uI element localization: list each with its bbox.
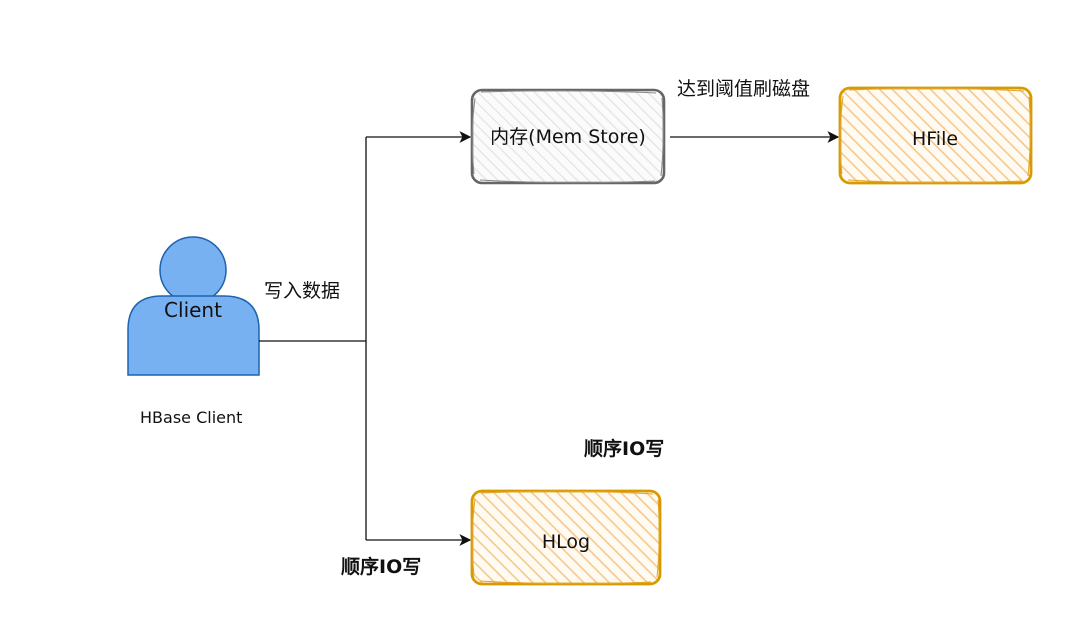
flush-to-disk-label: 达到阈值刷磁盘 <box>677 78 811 100</box>
client-head-shape <box>159 236 227 304</box>
memstore-node: 内存(Mem Store) <box>470 88 666 185</box>
write-data-label: 写入数据 <box>264 280 341 302</box>
hfile-label: HFile <box>912 128 958 150</box>
client-body-shape <box>127 295 260 376</box>
client-actor: Client <box>127 236 260 376</box>
sequential-io-label-lower: 顺序IO写 <box>341 556 422 578</box>
hfile-node: HFile <box>838 86 1033 185</box>
memstore-label: 内存(Mem Store) <box>490 126 646 148</box>
hlog-label: HLog <box>542 531 590 553</box>
client-label: Client <box>164 298 222 322</box>
hlog-node: HLog <box>470 489 662 586</box>
sequential-io-label-upper: 顺序IO写 <box>584 438 665 460</box>
hfile-sketch-stroke <box>839 87 1031 184</box>
memstore-sketch-stroke <box>471 90 664 184</box>
hlog-sketch-stroke <box>471 490 660 585</box>
client-caption: HBase Client <box>140 408 243 427</box>
connectors <box>259 131 840 546</box>
